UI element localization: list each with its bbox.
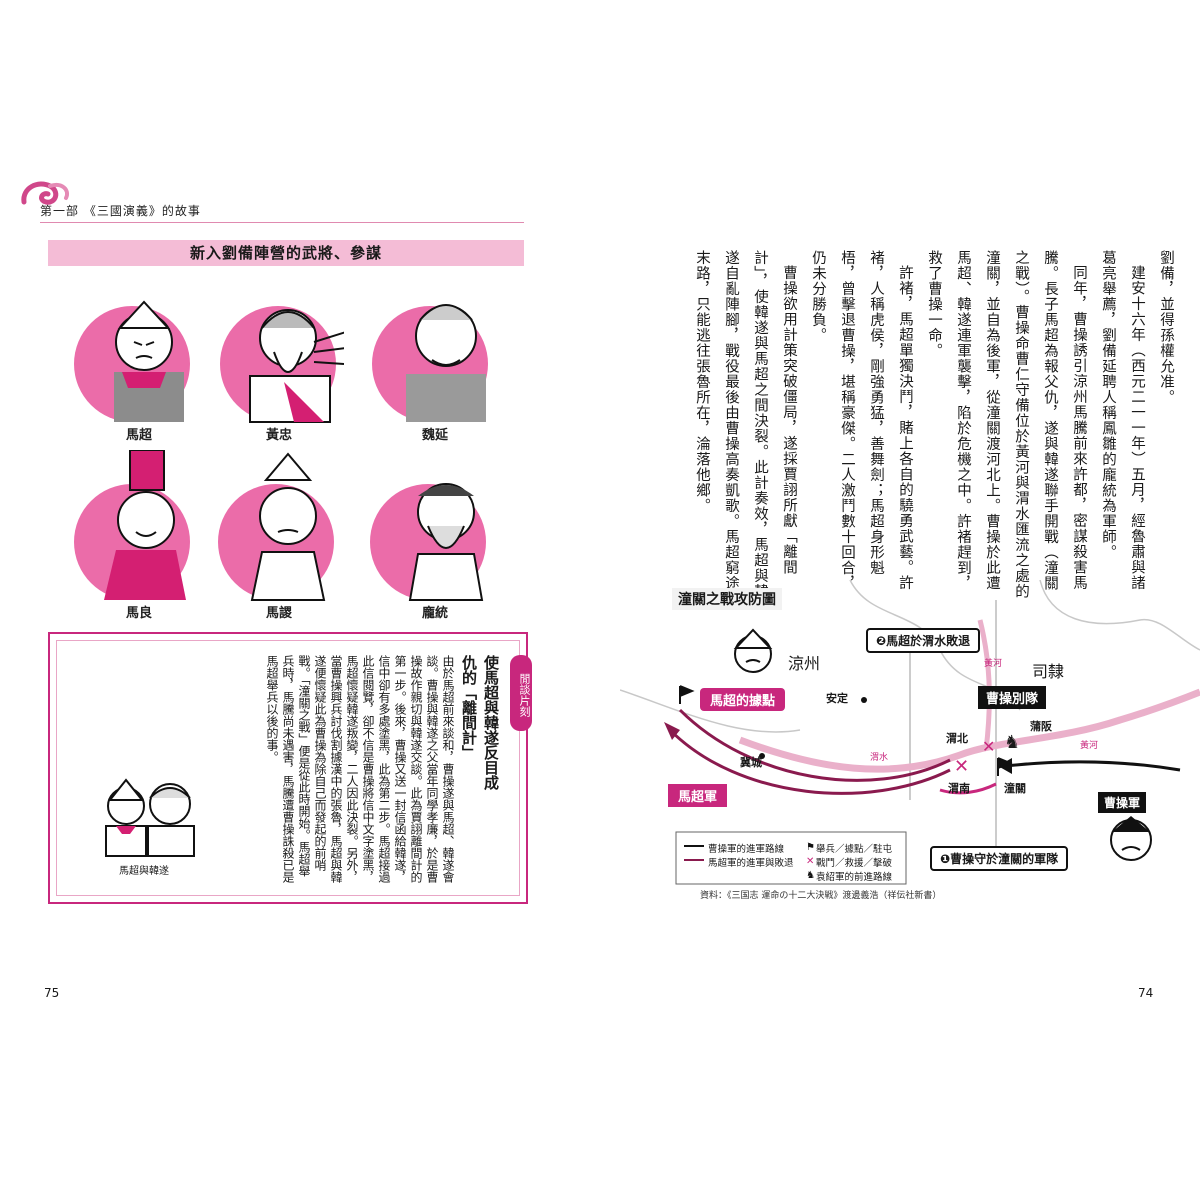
paragraph: 許褚，馬超單獨決鬥，賭上各自的驍勇武藝。許褚，人稱虎侯，剛強勇猛，善舞劍；馬超身… (810, 250, 913, 591)
battle-map: ✕ ✕ ⚑ ✕ ♞ (620, 580, 1200, 885)
map-title: 潼關之戰攻防圖 (672, 588, 782, 610)
paragraph: 曹操欲用計策突破僵局，遂採賈詡所獻「離間計」，使韓遂與馬超之間決裂。此計奏效，馬… (694, 250, 797, 600)
horse-icon: ♞ (1004, 732, 1021, 753)
legend-yuan-route: 袁紹軍的前進路線 (816, 872, 893, 883)
map-label-puban: 蒲阪 (1030, 720, 1052, 733)
svg-text:✕: ✕ (982, 737, 995, 756)
header-title: 第一部 《三國演義》的故事 (40, 204, 201, 218)
caocao-face-icon (1110, 816, 1152, 861)
svg-text:✕: ✕ (954, 756, 969, 777)
page-number-right: 74 (1138, 986, 1154, 1000)
column-title: 使馬超與韓遂反目成仇的「離間計」 (460, 655, 500, 790)
portrait-name: 黃忠 (265, 428, 292, 443)
svg-text:✕: ✕ (806, 856, 814, 867)
svg-text:⚑: ⚑ (806, 842, 815, 853)
map-label-anding: 安定 (826, 692, 848, 705)
callout-cao-army: 曹操軍 (1098, 792, 1147, 813)
paragraph: 建安十六年（西元二一一年）五月，經魯肅與諸葛亮舉薦，劉備延聘人稱鳳雛的龐統為軍師… (1100, 250, 1145, 590)
map-source: 資料：《三国志 運命の十二大決戦》渡邊義浩（祥伝社新書） (700, 891, 942, 901)
callout-step1: ❶曹操守於潼關的軍隊 (930, 846, 1069, 871)
portrait-machao: 馬超 (74, 272, 204, 452)
column-inner-border (56, 640, 520, 896)
portrait-name: 馬超 (125, 428, 152, 443)
callout-step2: ❷馬超於渭水敗退 (866, 628, 981, 653)
map-label-sili: 司隸 (1032, 662, 1065, 681)
portrait-huangzhong: 黃忠 (214, 272, 344, 452)
column-box (48, 632, 528, 904)
column-body: 由於馬超前來談和，曹操遂與馬超、韓遂會談。曹操與韓遂之父當年同學孝廉，於是曹操故… (265, 655, 455, 883)
portrait-maliang: 馬良 (74, 450, 204, 630)
legend-battle: 戰鬥／救援／擊破 (816, 858, 893, 869)
legend-cao-route: 曹操軍的進軍路線 (708, 844, 785, 855)
map-label-huanghe-top: 黃河 (984, 659, 1003, 669)
section-banner: 新入劉備陣營的武將、參謀 (48, 240, 524, 266)
illustration-caption: 馬超與韓遂 (119, 866, 169, 877)
column-badge: 閒談片刻 (510, 655, 532, 731)
portrait-name: 馬良 (125, 606, 152, 621)
map-label-weinan: 渭南 (948, 782, 970, 795)
paragraph: 同年，曹操誘引涼州馬騰前來許都，密謀殺害馬騰。長子馬超為報父仇，遂與韓遂聯手開戰… (926, 250, 1087, 600)
portrait-name: 馬謖 (265, 606, 292, 621)
portrait-name: 魏延 (421, 428, 448, 443)
legend-ma-route: 馬超軍的進軍與敗退 (708, 858, 794, 869)
callout-machao-base: 馬超的據點 (700, 688, 786, 711)
portrait-weiyan: 魏延 (370, 272, 500, 452)
map-label-liangzhou: 涼州 (788, 654, 821, 673)
portrait-pangtong: 龐統 (370, 450, 500, 630)
main-text: 劉備，並得孫權允准。 建安十六年（西元二一一年）五月，經魯肅與諸葛亮舉薦，劉備延… (660, 250, 1180, 600)
map-label-tongguan: 潼關 (1004, 782, 1026, 795)
header-rule (40, 222, 524, 223)
callout-cao-detach: 曹操別隊 (978, 686, 1047, 709)
portrait-masu: 馬謖 (214, 450, 344, 630)
legend-base: 舉兵／據點／駐屯 (816, 844, 893, 855)
map-label-weishui: 渭水 (870, 753, 889, 763)
map-label-huanghe-right: 黃河 (1080, 741, 1099, 751)
map-label-jicheng: 冀城 (740, 756, 762, 769)
page-number-left: 75 (44, 986, 60, 1000)
machao-hansui-illustration (105, 778, 195, 857)
paragraph: 劉備，並得孫權允准。 (1158, 250, 1174, 405)
svg-text:♞: ♞ (806, 870, 815, 881)
header-swirl-icon (21, 181, 69, 205)
machao-face-icon (733, 628, 773, 673)
callout-machao-army: 馬超軍 (668, 784, 728, 807)
map-label-weibei: 渭北 (946, 732, 968, 745)
portrait-name: 龐統 (421, 606, 448, 621)
